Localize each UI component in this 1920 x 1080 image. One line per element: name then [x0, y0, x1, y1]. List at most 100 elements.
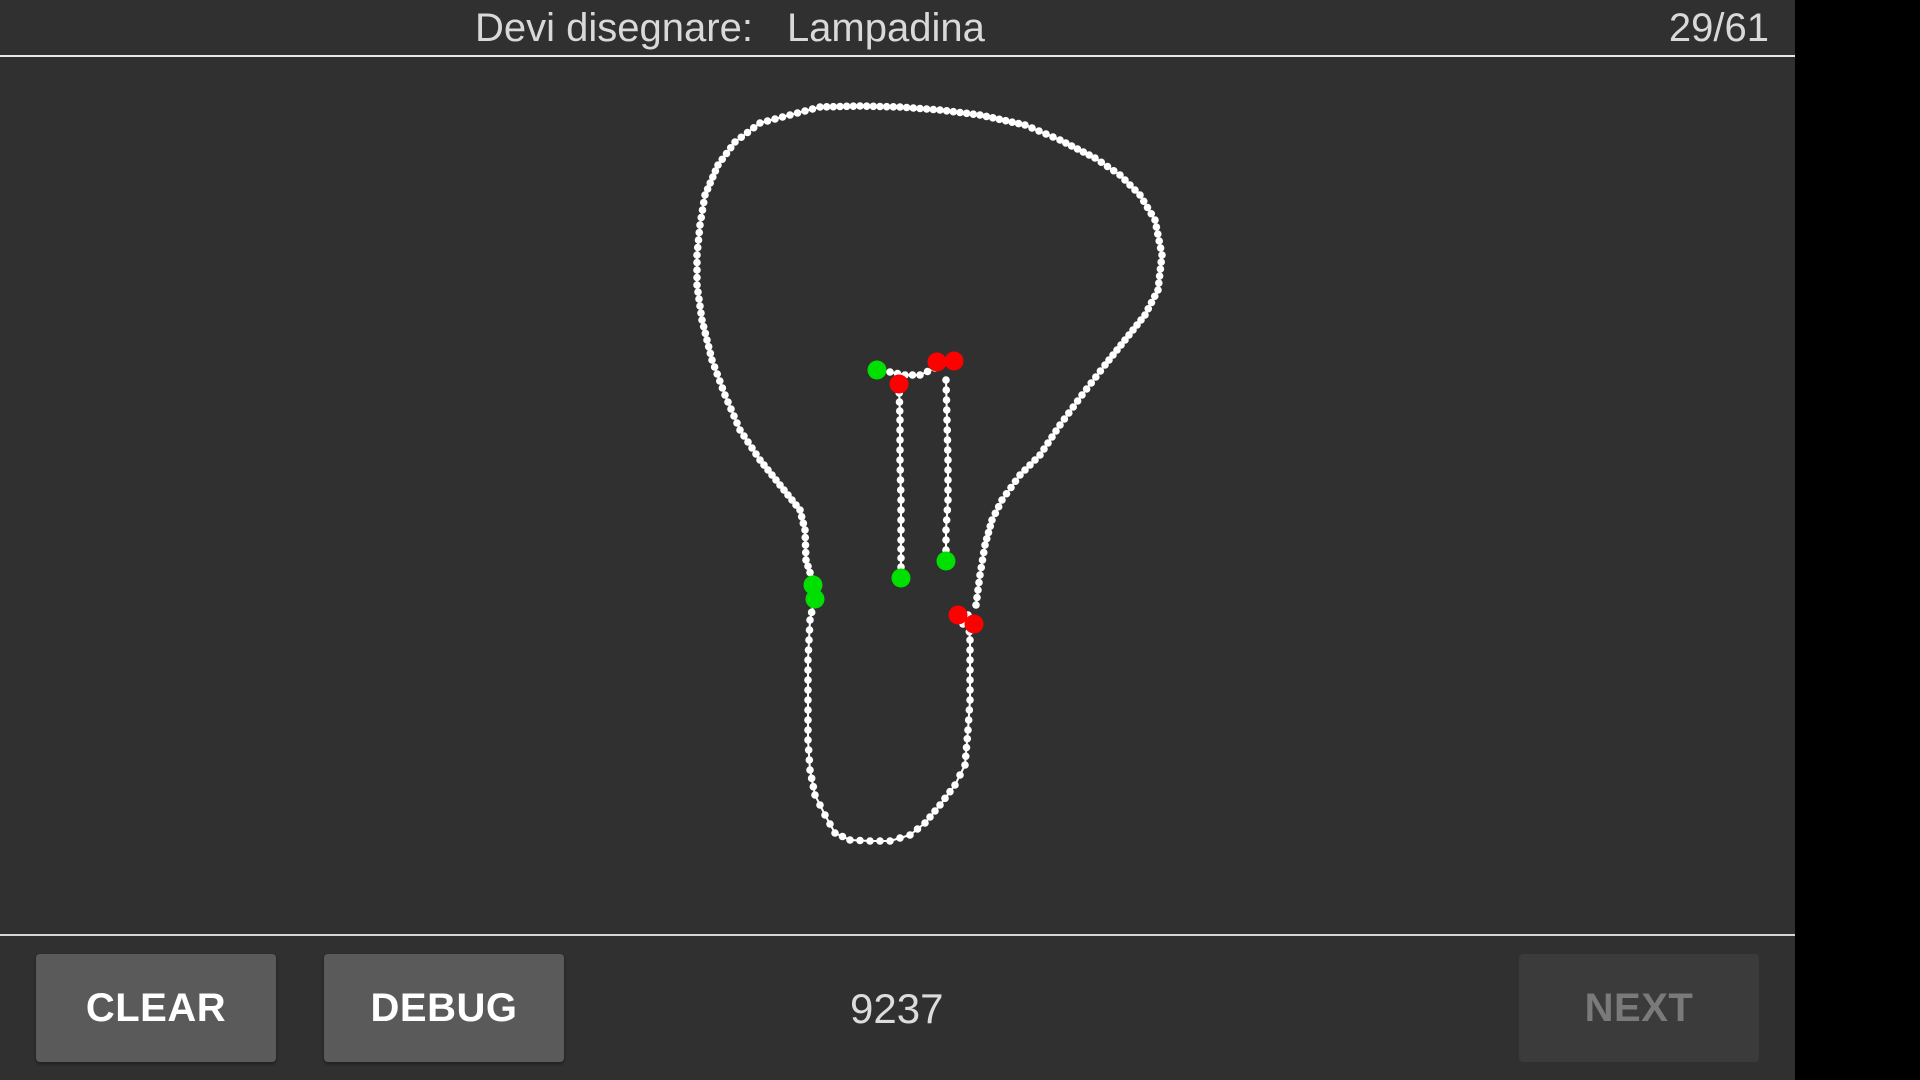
stroke-point	[1150, 292, 1159, 301]
stroke-point	[943, 426, 952, 434]
stroke-point	[1156, 244, 1165, 252]
stroke-point	[986, 522, 995, 531]
stroke-point	[806, 766, 814, 774]
stroke-point	[802, 556, 810, 564]
stroke-point	[856, 836, 864, 845]
stroke-point	[778, 113, 787, 121]
stroke-point	[1085, 151, 1093, 159]
stroke-point	[699, 322, 708, 331]
stroke-point	[731, 138, 739, 146]
stroke-point	[941, 794, 949, 803]
drawing-canvas[interactable]	[0, 57, 1795, 935]
stroke-point	[807, 774, 816, 783]
stroke-point	[966, 636, 974, 644]
next-button[interactable]: NEXT	[1519, 954, 1759, 1062]
stroke-point	[1008, 118, 1016, 126]
stroke-point	[966, 676, 974, 684]
stroke-point	[897, 536, 905, 544]
stroke-point	[804, 706, 812, 714]
stroke-point	[1031, 456, 1039, 464]
stroke-point	[1087, 379, 1095, 387]
stroke-point	[946, 787, 954, 796]
stroke-point	[897, 545, 905, 553]
stroke-point	[1097, 158, 1106, 167]
stroke-point	[886, 837, 894, 845]
debug-button[interactable]: DEBUG	[324, 954, 564, 1062]
prompt-label: Devi disegnare:	[475, 6, 753, 50]
stroke-point	[793, 109, 802, 117]
footer-divider	[0, 934, 1795, 936]
stroke-point	[801, 548, 810, 557]
stroke-point	[714, 161, 722, 169]
stroke-point	[703, 185, 712, 193]
stroke-end-marker	[889, 374, 909, 394]
stroke-point	[694, 288, 702, 296]
stroke-point	[1152, 223, 1161, 231]
stroke-point	[1036, 451, 1044, 459]
stroke-point	[1049, 133, 1057, 141]
stroke-point	[804, 666, 812, 674]
stroke-point	[1048, 433, 1056, 441]
stroke-point	[693, 251, 701, 259]
stroke-point	[697, 213, 706, 222]
stroke-point	[942, 107, 951, 115]
stroke-point	[869, 102, 878, 111]
stroke-point	[942, 406, 951, 414]
header-bar: Devi disegnare:Lampadina 29/61	[0, 0, 1795, 57]
drawing-svg[interactable]	[0, 57, 1795, 935]
stroke-point	[801, 541, 810, 549]
stroke-point	[966, 696, 974, 704]
stroke-point	[998, 496, 1006, 504]
stroke-point	[973, 593, 981, 602]
clear-button[interactable]: CLEAR	[36, 954, 276, 1062]
stroke-point	[962, 109, 971, 118]
stroke-point	[1026, 461, 1034, 469]
stroke-point	[804, 686, 812, 694]
stroke-point	[944, 476, 952, 484]
stroke-point	[1073, 145, 1082, 153]
stroke-point	[866, 837, 874, 845]
stroke-point	[804, 646, 813, 654]
stroke-point	[965, 706, 974, 714]
stroke-point	[1082, 385, 1091, 393]
stroke-start-marker	[867, 360, 887, 380]
stroke-point	[1109, 166, 1118, 175]
stroke-point	[897, 516, 905, 524]
stroke-point	[801, 533, 810, 542]
stroke-point	[805, 756, 814, 764]
stroke-point	[716, 377, 724, 385]
stroke-point	[956, 108, 964, 117]
stroke-point	[693, 258, 701, 267]
stroke-point	[1073, 397, 1082, 405]
stroke-start-marker	[803, 575, 823, 595]
stroke-point	[831, 829, 839, 837]
stroke-point	[1147, 298, 1156, 307]
stroke-point	[718, 384, 727, 392]
stroke-point	[806, 568, 814, 577]
stroke-point	[804, 696, 812, 704]
stroke-point	[1126, 181, 1134, 189]
stroke-point	[982, 112, 991, 121]
stroke-point	[1158, 251, 1166, 259]
stroke-point	[895, 407, 904, 415]
stroke-point	[740, 432, 748, 440]
stroke-point	[897, 554, 905, 562]
stroke-point	[897, 496, 905, 504]
stroke-line	[807, 596, 971, 842]
stroke-point	[1065, 409, 1073, 417]
stroke-point	[909, 104, 918, 112]
stroke-point	[984, 528, 993, 537]
stroke-point	[944, 466, 952, 474]
stroke-point	[694, 236, 703, 244]
stroke-point	[1014, 119, 1023, 128]
stroke-point	[976, 111, 984, 119]
stroke-point	[736, 426, 744, 434]
stroke-point	[921, 819, 929, 827]
stroke-point	[744, 438, 752, 446]
stroke-point	[730, 412, 738, 420]
stroke-point	[721, 391, 729, 399]
stroke-point	[931, 807, 939, 815]
stroke-point	[897, 526, 905, 534]
stroke-point	[1139, 197, 1148, 206]
stroke-point	[896, 416, 904, 424]
